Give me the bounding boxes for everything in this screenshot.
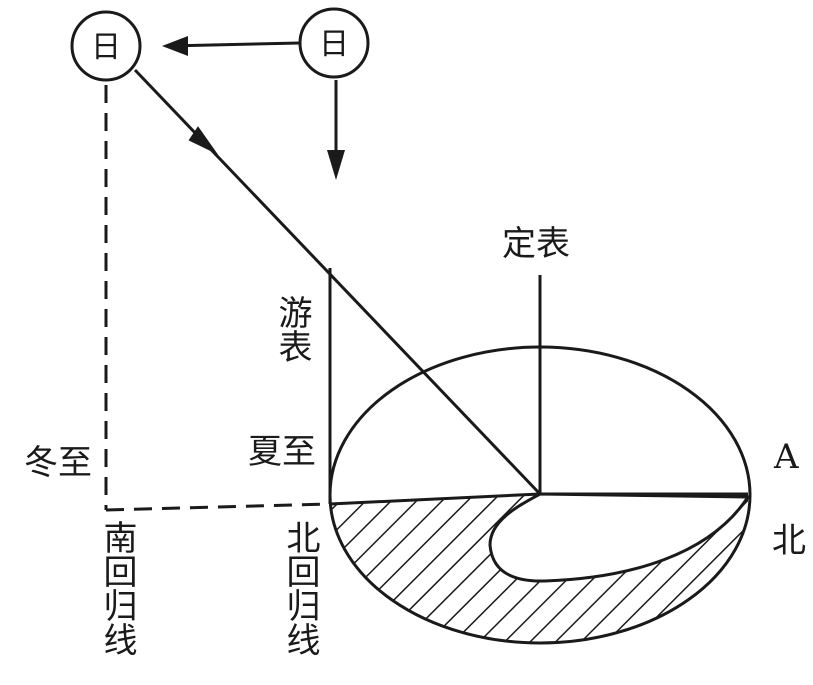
shadow-hatch-region bbox=[330, 492, 750, 643]
sun-ray-arrowhead bbox=[188, 126, 219, 155]
point-a-label: A bbox=[773, 437, 799, 477]
sun-motion-arrowhead bbox=[162, 36, 188, 56]
tropic-south-dashed-horizontal bbox=[105, 502, 331, 512]
sun-right: 日 bbox=[298, 7, 370, 79]
moving-gnomon-label: 游表 bbox=[272, 295, 312, 363]
sun-left-label: 日 bbox=[91, 30, 121, 65]
fixed-gnomon-label: 定表 bbox=[502, 224, 570, 264]
sun-motion-arrow bbox=[167, 41, 301, 48]
tropic-north-label: 北回归线 bbox=[280, 520, 320, 656]
sun-left: 日 bbox=[70, 10, 142, 82]
summer-solstice-label: 夏至 bbox=[248, 432, 316, 472]
tropic-north-chord bbox=[329, 492, 541, 506]
sun-down-arrowhead bbox=[327, 150, 345, 180]
winter-solstice-label: 冬至 bbox=[24, 443, 92, 483]
sun-right-label: 日 bbox=[319, 27, 349, 62]
tropic-south-label: 南回归线 bbox=[97, 520, 137, 656]
north-label: 北 bbox=[772, 521, 806, 561]
